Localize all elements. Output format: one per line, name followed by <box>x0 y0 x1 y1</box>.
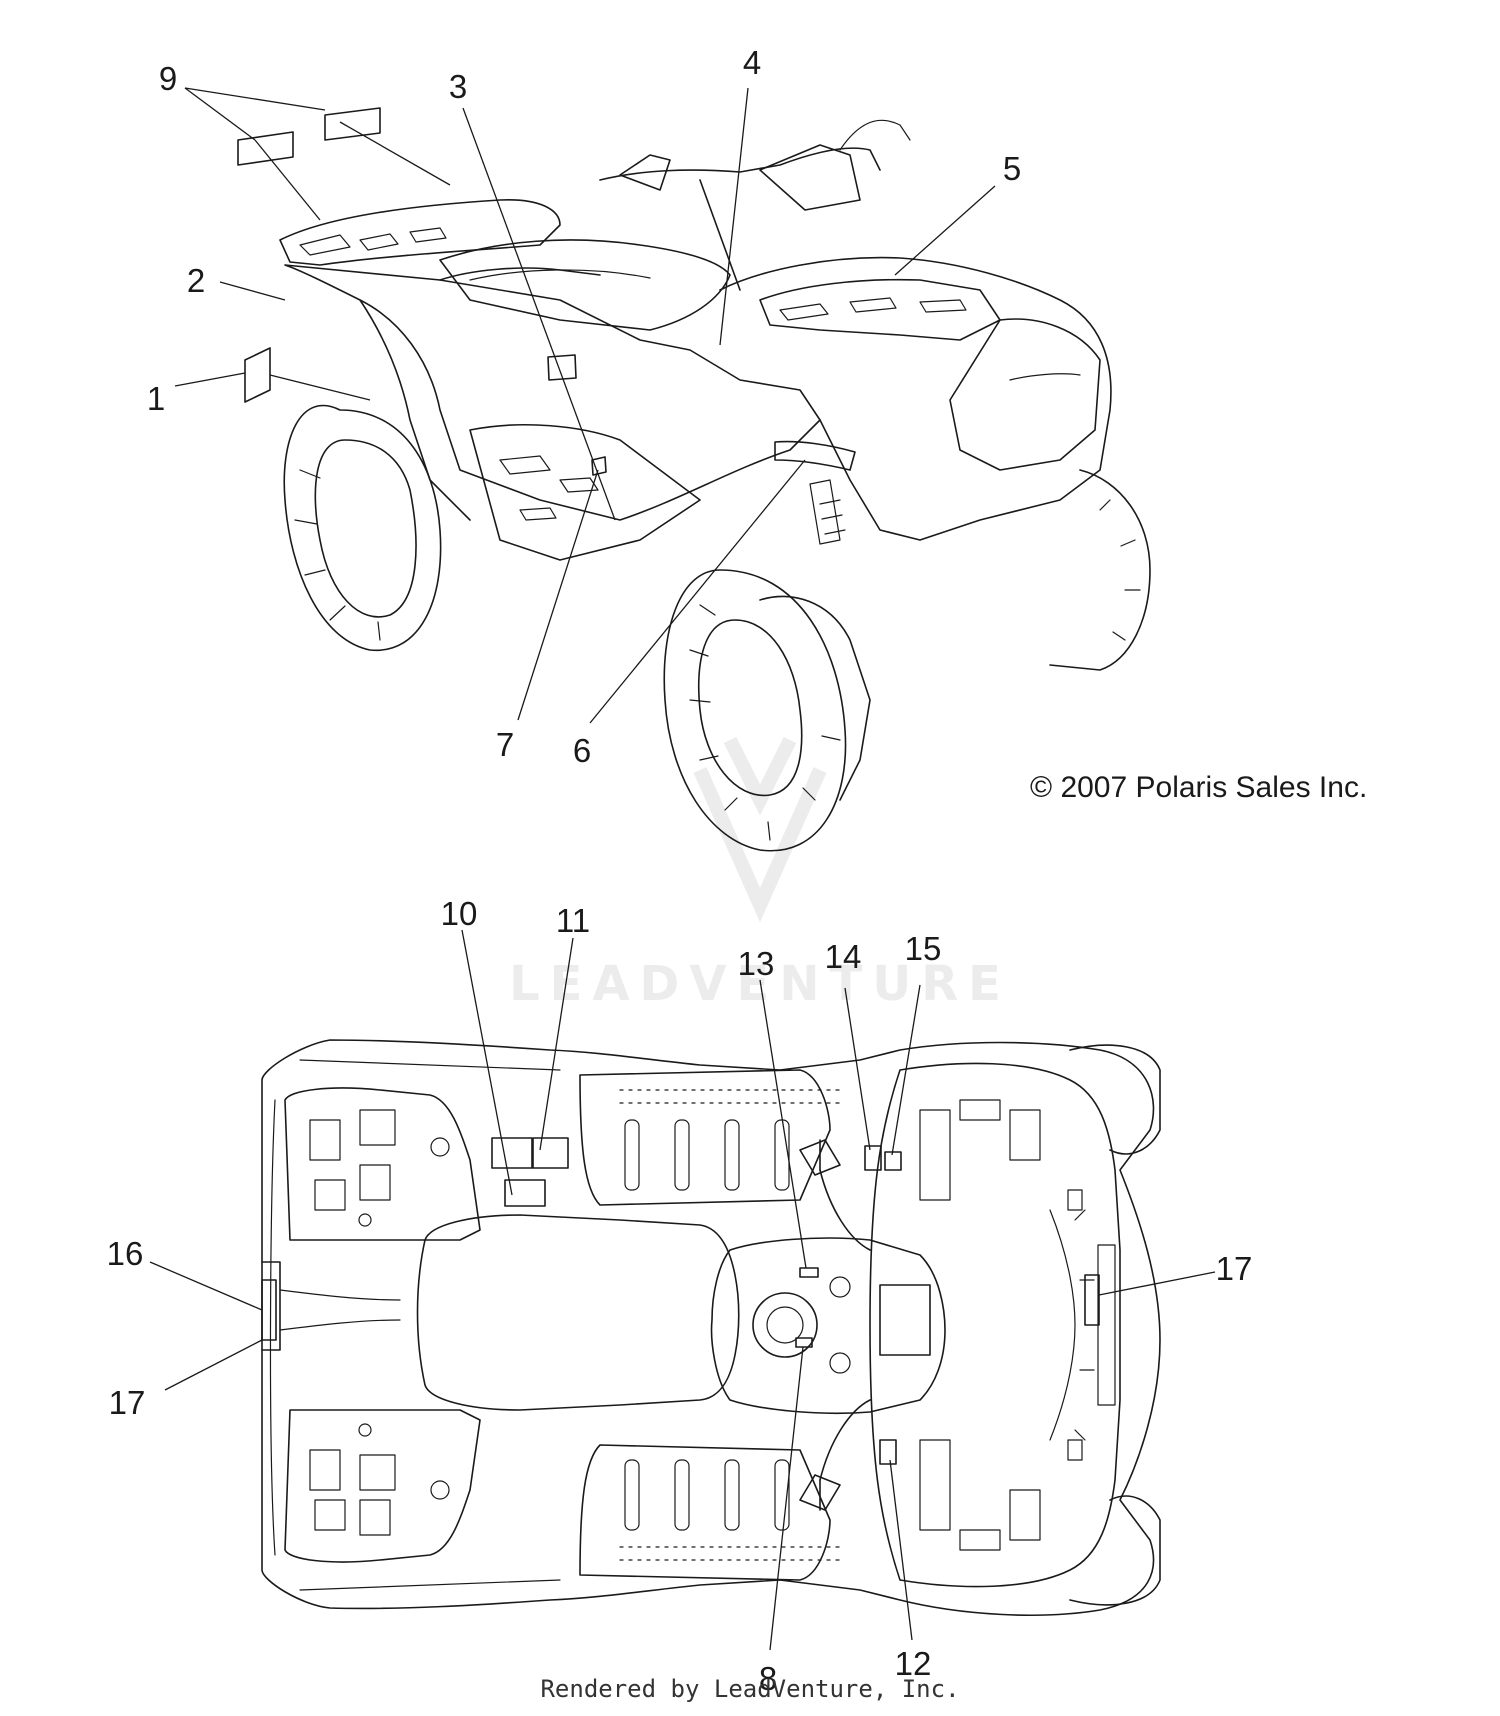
footer-text: Rendered by LeadVenture, Inc. <box>540 1675 960 1703</box>
front-logo-outline <box>1097 1244 1116 1406</box>
rear-rack <box>279 199 561 266</box>
callout-4: 4 <box>743 44 761 81</box>
decal-12-shape <box>879 1439 897 1465</box>
callout-17-left: 17 <box>109 1384 146 1421</box>
callout-6: 6 <box>573 732 591 769</box>
callout-12: 12 <box>895 1645 932 1682</box>
decals-side <box>237 107 856 476</box>
leader-lines <box>149 87 1216 1651</box>
watermark-text: LEADVENTURE <box>509 956 1011 1012</box>
decal-10b-shape <box>504 1179 546 1207</box>
decal-8-shape <box>795 1337 813 1348</box>
top-footboards <box>579 1069 841 1581</box>
callout-1: 1 <box>147 380 165 417</box>
callout-16: 16 <box>107 1235 144 1272</box>
callout-3: 3 <box>449 68 467 105</box>
decal-10-shape <box>491 1137 533 1169</box>
callout-13: 13 <box>738 945 775 982</box>
watermark-logo-icon <box>693 736 827 923</box>
callout-7: 7 <box>496 726 514 763</box>
decal-3-shape <box>547 354 577 381</box>
front-shock <box>809 479 846 545</box>
decal-9b-shape <box>324 107 381 141</box>
callout-5: 5 <box>1003 150 1021 187</box>
far-front-wheel <box>1049 469 1151 671</box>
callout-labels: 9 3 4 5 2 1 7 6 10 11 13 14 15 16 17 17 … <box>107 44 1253 1697</box>
callout-11: 11 <box>556 902 590 939</box>
top-rear-rack <box>284 1087 481 1563</box>
atv-side-view <box>237 107 1151 852</box>
decal-11-shape <box>532 1137 569 1169</box>
decal-6-shape <box>774 440 856 471</box>
callout-15: 15 <box>905 930 942 967</box>
top-front-tires <box>1069 1044 1161 1606</box>
top-front-body <box>869 1062 1121 1588</box>
body <box>284 119 1112 561</box>
copyright-text: © 2007 Polaris Sales Inc. <box>1030 771 1367 804</box>
top-seat <box>416 1214 740 1411</box>
decal-13-shape <box>799 1267 819 1278</box>
top-outline <box>261 1039 1161 1616</box>
callout-14: 14 <box>825 938 862 975</box>
decal-9a-shape <box>237 131 294 166</box>
watermark: LEADVENTURE <box>509 736 1011 1012</box>
decal-14-shape <box>864 1145 882 1171</box>
front-wheel <box>663 569 871 852</box>
atv-top-view <box>261 1039 1161 1616</box>
decal-7-shape <box>591 456 607 476</box>
decal-1-shape <box>244 347 271 403</box>
callout-10: 10 <box>441 895 478 932</box>
callout-9: 9 <box>159 60 177 97</box>
decals-top <box>261 1137 1100 1465</box>
top-console <box>710 1237 946 1415</box>
top-handlebar <box>819 1169 871 1481</box>
decal-15-shape <box>884 1151 902 1171</box>
callout-8: 8 <box>759 1660 777 1697</box>
decal-16-shape <box>261 1279 277 1341</box>
callout-17-right: 17 <box>1216 1250 1253 1287</box>
decal-17-front-shape <box>1084 1274 1100 1326</box>
callout-2: 2 <box>187 262 205 299</box>
